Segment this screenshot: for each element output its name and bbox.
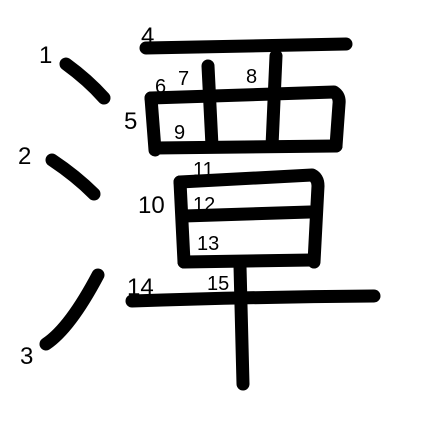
stroke-6 xyxy=(144,85,346,153)
stroke-number-2: 2 xyxy=(18,143,31,170)
stroke-13 xyxy=(177,253,319,269)
strokes xyxy=(39,37,381,391)
stroke-15 xyxy=(233,259,250,391)
stroke-number-12: 12 xyxy=(193,194,215,216)
stroke-number-15: 15 xyxy=(207,273,229,295)
stroke-number-1: 1 xyxy=(39,42,52,69)
stroke-14 xyxy=(125,289,381,308)
stroke-11 xyxy=(173,168,325,269)
stroke-1 xyxy=(59,57,111,105)
stroke-number-14: 14 xyxy=(127,274,154,301)
stroke-9 xyxy=(148,139,343,155)
stroke-5 xyxy=(144,91,162,157)
stroke-number-10: 10 xyxy=(138,192,165,219)
stroke-7 xyxy=(201,59,219,153)
stroke-numbers: 1 2 3 4 5 6 7 8 9 10 11 12 13 14 15 xyxy=(18,23,257,370)
stroke-2 xyxy=(45,153,101,201)
stroke-number-3: 3 xyxy=(20,343,33,370)
stroke-number-9: 9 xyxy=(174,122,185,144)
stroke-number-8: 8 xyxy=(246,66,257,88)
stroke-number-7: 7 xyxy=(178,68,189,90)
stroke-number-13: 13 xyxy=(197,233,219,255)
stroke-8 xyxy=(265,49,283,153)
stroke-12 xyxy=(177,205,317,223)
stroke-number-6: 6 xyxy=(155,76,166,98)
stroke-number-5: 5 xyxy=(124,108,137,135)
stroke-3 xyxy=(39,268,105,351)
stroke-4 xyxy=(139,37,353,55)
stroke-number-4: 4 xyxy=(141,23,154,50)
stroke-number-11: 11 xyxy=(193,159,214,181)
